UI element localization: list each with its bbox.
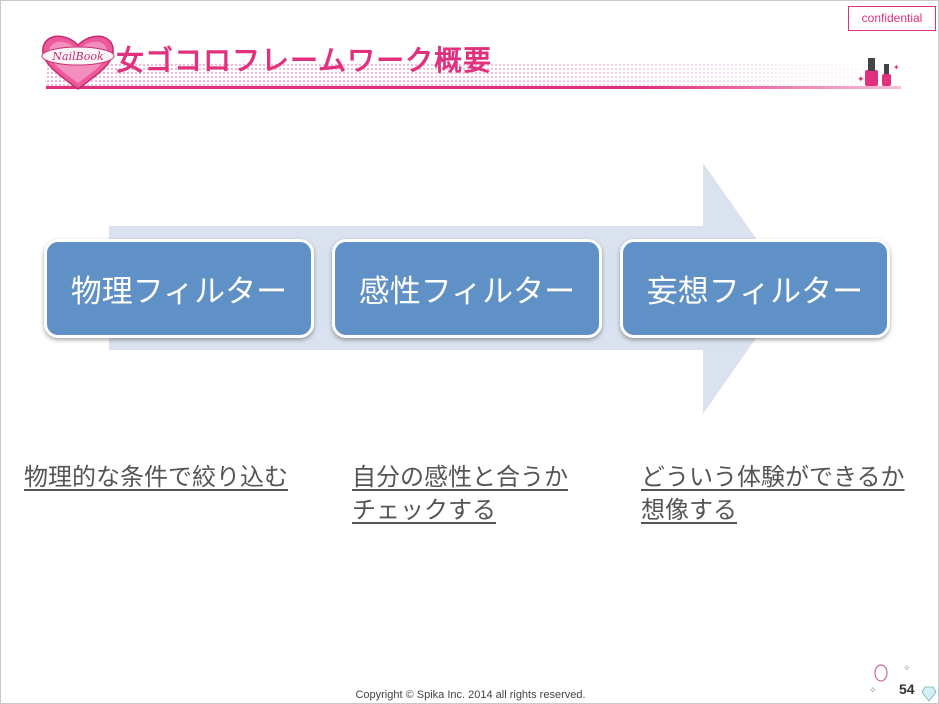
confidential-badge: confidential (848, 6, 936, 31)
physical-filter-box: 物理フィルター (44, 239, 314, 338)
svg-text:✧: ✧ (903, 664, 911, 674)
logo-text: NailBook (51, 50, 104, 63)
ring-sparkle-icon: ✧ ✧ (869, 664, 937, 702)
copyright-footer: Copyright © Spika Inc. 2014 all rights r… (355, 689, 586, 701)
title-underline (46, 86, 901, 89)
page-number: 54 (899, 681, 915, 697)
imagination-filter-box: 妄想フィルター (620, 239, 890, 338)
imagination-filter-caption[interactable]: どういう体験ができるか 想像する (641, 461, 905, 527)
slide-title: 女ゴコロフレームワーク概要 (116, 44, 493, 77)
heart-logo-icon: NailBook (41, 35, 115, 90)
svg-text:✦: ✦ (893, 63, 900, 72)
caption-line: 想像する (641, 496, 737, 524)
caption-line: チェックする (352, 496, 496, 524)
caption-line: どういう体験ができるか (641, 463, 905, 491)
nail-polish-icon: ✦ ✦ (857, 58, 900, 86)
title-dot-band (46, 63, 901, 87)
sensibility-filter-caption[interactable]: 自分の感性と合うか チェックする (352, 461, 568, 527)
caption-line: 自分の感性と合うか (352, 463, 568, 491)
svg-text:✦: ✦ (857, 75, 865, 85)
caption-line: 物理的な条件で絞り込む (24, 463, 288, 491)
sensibility-filter-box: 感性フィルター (332, 239, 602, 338)
svg-text:✧: ✧ (869, 686, 877, 696)
physical-filter-caption[interactable]: 物理的な条件で絞り込む (24, 461, 288, 494)
